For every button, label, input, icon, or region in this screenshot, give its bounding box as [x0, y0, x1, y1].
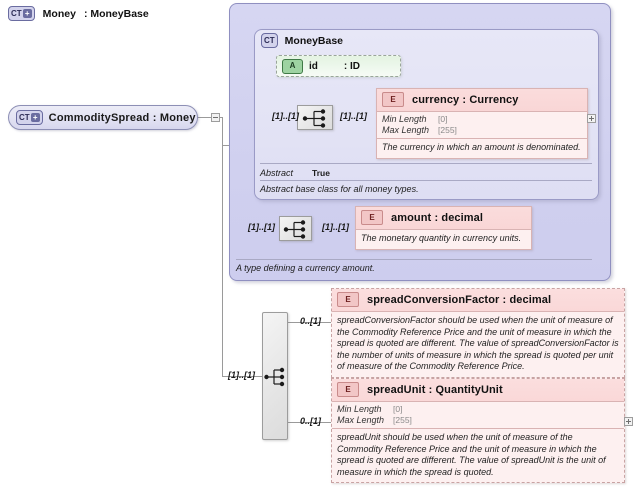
element-spread-unit-header: E spreadUnit : QuantityUnit [332, 379, 624, 401]
expand-toggle-currency[interactable] [587, 114, 596, 123]
money-title-type: : MoneyBase [83, 7, 149, 20]
money-base-title-row: CT MoneyBase [261, 33, 343, 48]
element-badge-icon: E [382, 92, 404, 107]
facet-value: [0] [393, 404, 403, 414]
money-title-name: Money [42, 7, 76, 20]
element-currency-title: currency : Currency [412, 93, 519, 106]
element-spread-unit-facets: Min Length [0] Max Length [255] [332, 401, 624, 428]
money-base-documentation: Abstract base class for all money types. [260, 184, 419, 194]
facet-key: Min Length [382, 114, 427, 124]
facet-value: [255] [438, 125, 457, 135]
cardinality-amount-right: [1]..[1] [322, 222, 349, 232]
sequence-glyph [264, 367, 285, 387]
money-doc-divider [236, 259, 592, 260]
complex-type-badge-icon: CT [261, 33, 278, 48]
connector-root-out [198, 117, 222, 118]
element-spread-unit-documentation: spreadUnit should be used when the unit … [332, 428, 624, 482]
element-badge-icon: E [361, 210, 383, 225]
element-spread-conversion-factor-documentation: spreadConversionFactor should be used wh… [332, 311, 624, 377]
element-badge-icon: E [337, 292, 359, 307]
element-currency[interactable]: E currency : Currency Min Length [0] Max… [376, 88, 588, 159]
facet-value: [0] [438, 114, 448, 124]
connector-trunk-vertical [222, 117, 223, 376]
root-node-commodity-spread[interactable]: CT+ CommoditySpread : Money [8, 105, 198, 130]
connector-sequence-to-spread-conversion-factor [288, 322, 332, 323]
facet-min-length: Min Length [0] [382, 114, 582, 125]
element-spread-unit-title: spreadUnit : QuantityUnit [367, 383, 503, 396]
attribute-id-name: id [309, 60, 318, 72]
facet-key: Min Length [337, 404, 382, 414]
sequence-glyph [302, 109, 326, 128]
connector-to-bottom-sequence [222, 376, 262, 377]
money-base-abstract-divider-top [260, 163, 592, 164]
sequence-glyph [283, 220, 306, 239]
sequence-compositor-icon[interactable] [279, 216, 312, 241]
cardinality-amount-left: [1]..[1] [248, 222, 275, 232]
cardinality-currency-left: [1]..[1] [272, 111, 299, 121]
attribute-badge-icon: A [282, 58, 303, 74]
element-spread-conversion-factor[interactable]: E spreadConversionFactor : decimal sprea… [331, 288, 625, 378]
cardinality-bottom-sequence-left: [1]..[1] [228, 370, 255, 380]
element-spread-conversion-factor-title: spreadConversionFactor : decimal [367, 293, 552, 306]
attribute-id[interactable]: A id : ID [276, 55, 401, 77]
facet-max-length: Max Length [255] [382, 125, 582, 136]
abstract-key: Abstract [260, 168, 294, 178]
element-spread-conversion-factor-header: E spreadConversionFactor : decimal [332, 289, 624, 311]
expand-toggle-spread-unit[interactable] [624, 417, 633, 426]
complex-type-badge-icon: CT+ [8, 6, 35, 21]
element-badge-icon: E [337, 382, 359, 397]
facet-key: Max Length [337, 415, 385, 425]
sequence-compositor-icon[interactable] [297, 105, 333, 130]
collapse-toggle-root[interactable] [211, 113, 220, 122]
money-title-row: CT+ Money : MoneyBase [8, 6, 149, 21]
element-amount-header: E amount : decimal [356, 207, 531, 229]
connector-sequence-to-spread-unit [288, 422, 332, 423]
element-currency-facets: Min Length [0] Max Length [255] [377, 111, 587, 138]
element-amount-documentation: The monetary quantity in currency units. [356, 229, 531, 249]
facet-value: [255] [393, 415, 412, 425]
cardinality-spread-unit: 0..[1] [300, 416, 322, 426]
element-amount-title: amount : decimal [391, 211, 484, 224]
element-currency-header: E currency : Currency [377, 89, 587, 111]
sequence-compositor-icon[interactable] [262, 312, 288, 440]
complex-type-badge-icon: CT+ [16, 110, 43, 125]
element-amount[interactable]: E amount : decimal The monetary quantity… [355, 206, 532, 250]
facet-key: Max Length [382, 125, 430, 135]
facet-max-length: Max Length [255] [337, 415, 619, 426]
money-base-title-name: MoneyBase [284, 34, 344, 47]
money-base-abstract-divider-bottom [260, 180, 592, 181]
element-currency-documentation: The currency in which an amount is denom… [377, 138, 587, 158]
money-documentation: A type defining a currency amount. [236, 263, 375, 273]
abstract-value: True [312, 168, 330, 178]
attribute-id-type: : ID [343, 60, 360, 72]
element-spread-unit[interactable]: E spreadUnit : QuantityUnit Min Length [… [331, 378, 625, 483]
money-base-abstract-row: Abstract True [260, 168, 330, 178]
cardinality-currency-right: [1]..[1] [340, 111, 367, 121]
facet-min-length: Min Length [0] [337, 404, 619, 415]
root-node-label: CommoditySpread : Money [48, 111, 196, 124]
cardinality-spread-conversion-factor: 0..[1] [300, 316, 322, 326]
